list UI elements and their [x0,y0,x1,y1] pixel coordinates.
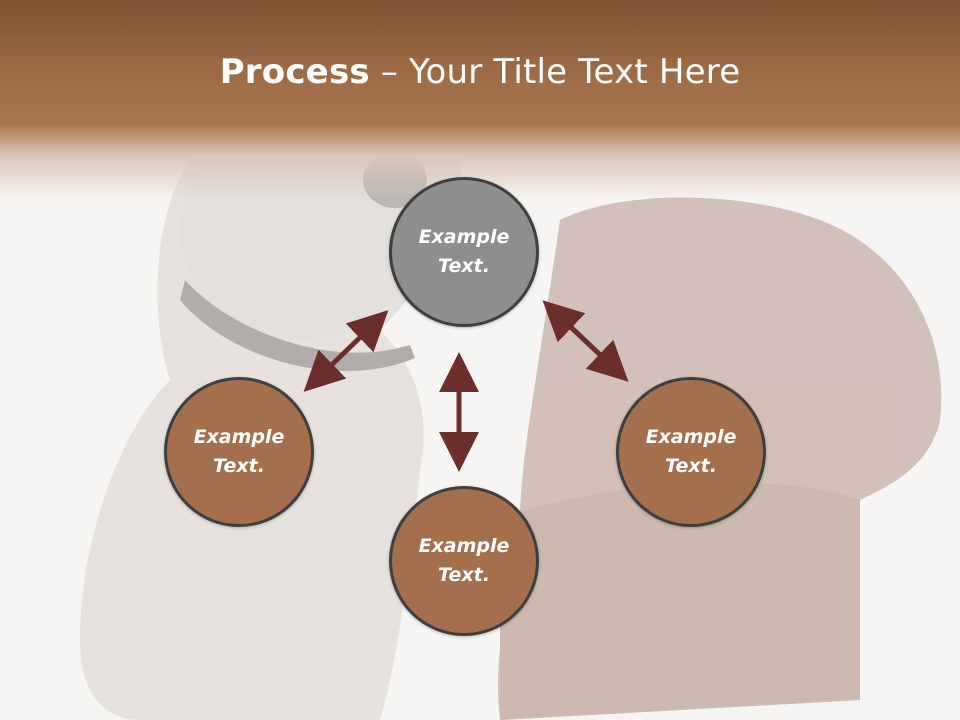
slide-title[interactable]: Process – Your Title Text Here [0,52,960,92]
arrow-right-top [542,300,629,382]
process-node-right[interactable]: Example Text. [616,377,766,527]
process-node-top[interactable]: Example Text. [389,177,539,327]
process-node-bottom[interactable]: Example Text. [389,486,539,636]
title-bold: Process [219,52,370,92]
arrow-left-top [303,310,389,392]
node-bottom-label: Example Text. [418,535,510,586]
title-rest: – Your Title Text Here [369,52,741,92]
node-right-label: Example Text. [645,426,737,477]
process-node-left[interactable]: Example Text. [164,377,314,527]
title-banner [0,0,960,200]
node-left-label: Example Text. [193,426,285,477]
node-top-label: Example Text. [418,226,510,277]
